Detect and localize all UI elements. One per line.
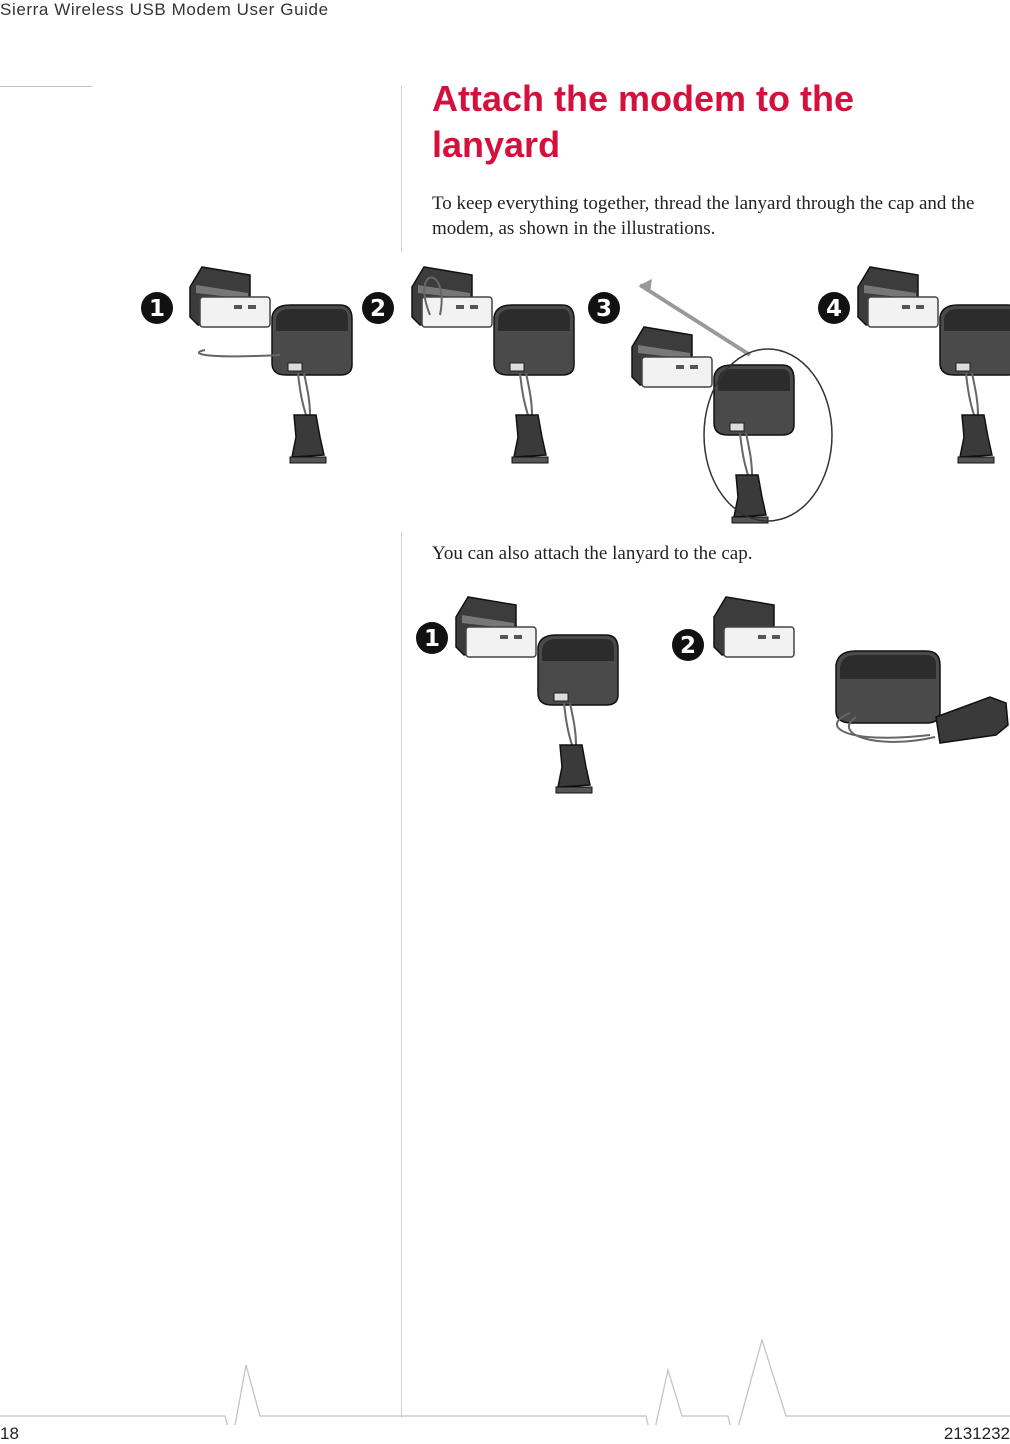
running-header: Sierra Wireless USB Modem User Guide [0, 0, 329, 19]
svg-text:2: 2 [370, 296, 386, 322]
svg-text:1: 1 [424, 626, 440, 652]
column-divider [401, 532, 402, 1418]
svg-text:2: 2 [680, 633, 696, 659]
step-badge-4: 4 [818, 292, 850, 324]
modem-step-2 [411, 266, 575, 464]
lanyard-cap-illustration: 1 2 [416, 596, 1009, 794]
step-badge-2: 2 [362, 292, 394, 324]
svg-text:4: 4 [826, 296, 842, 322]
section-title: Attach the modem to the lanyard [432, 78, 855, 165]
modem-step-1 [189, 266, 353, 464]
cap-step-badge-2: 2 [672, 629, 704, 661]
top-rule [0, 86, 92, 87]
cap-note-paragraph: You can also attach the lanyard to the c… [432, 543, 753, 564]
page-number: 18 [0, 1424, 19, 1443]
column-divider [401, 86, 402, 252]
step-badge-1: 1 [141, 292, 173, 324]
modem-cap-step-1 [455, 596, 619, 794]
document-number: 2131232 [943, 1424, 1010, 1443]
cap-step-badge-1: 1 [416, 622, 448, 654]
modem-cap-step-2 [713, 596, 1009, 744]
svg-text:3: 3 [596, 296, 612, 322]
intro-paragraph: To keep everything together, thread the … [432, 193, 975, 239]
step-badge-3: 3 [588, 292, 620, 324]
svg-text:1: 1 [149, 296, 165, 322]
modem-step-3 [631, 326, 795, 524]
footer-rule [0, 1337, 1010, 1425]
modem-step-4 [857, 266, 1010, 464]
lanyard-steps-illustration: 1 2 3 4 [141, 266, 1010, 524]
